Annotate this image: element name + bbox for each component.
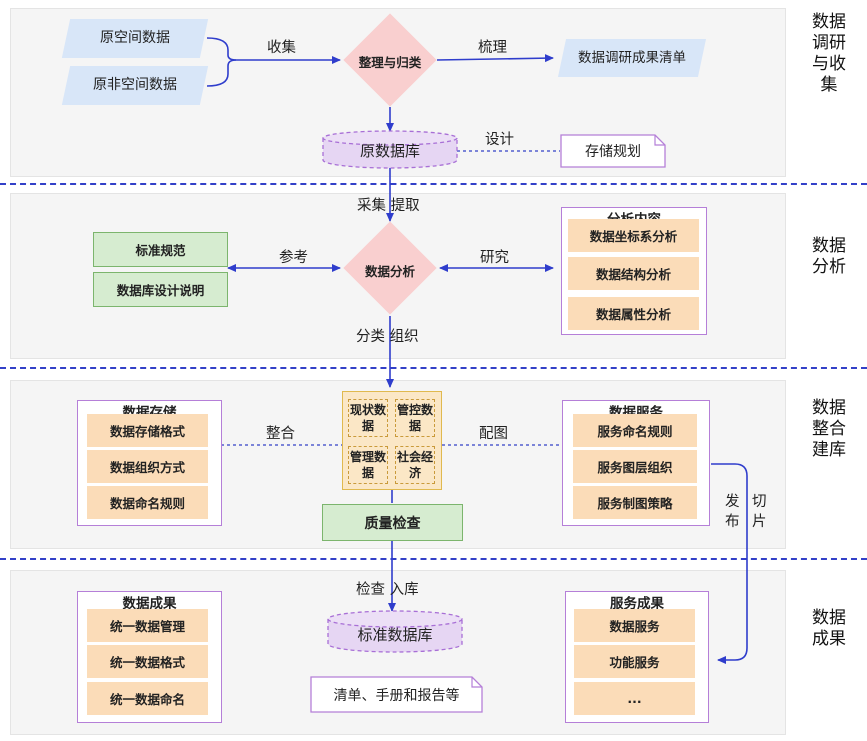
storage-item-organization: 数据组织方式 [87,450,208,483]
storage-plan-note-shape [560,134,666,168]
category-current-data: 现状数据 [348,399,388,437]
publish-label: 发布 [725,494,740,530]
service-results-title: 服务成果 [610,596,664,612]
source-nonspatial-data: 原非空间数据 [61,66,209,105]
refer-label: 参考 [279,250,308,266]
result-unified-naming: 统一数据命名 [87,682,208,715]
separator-3 [0,558,867,560]
analysis-item-structure: 数据结构分析 [568,257,699,290]
sort-classify-label: 整理与归类 [358,55,422,70]
service-item-layers: 服务图层组织 [573,450,697,483]
research-label: 研究 [480,250,509,266]
service-result-data: 数据服务 [574,609,695,642]
survey-result-list-label: 数据调研成果清单 [578,50,686,66]
analysis-item-coordinate: 数据坐标系分析 [568,219,699,252]
docs-note-shape [310,676,483,713]
standard-database-cylinder [327,610,463,653]
db-design-box: 数据库设计说明 [93,272,228,307]
design-label: 设计 [485,132,514,148]
stage-label-integration: 数据整合建库 [812,398,846,460]
source-spatial-label: 原空间数据 [100,30,170,46]
merge-label: 整合 [266,426,295,442]
survey-result-list: 数据调研成果清单 [557,39,707,77]
separator-1 [0,183,867,185]
standard-database-label: 标准数据库 [357,626,433,644]
data-results-title: 数据成果 [122,596,177,612]
stage-label-results: 数据成果 [812,608,846,649]
storage-item-naming: 数据命名规则 [87,486,208,519]
service-item-styling: 服务制图策略 [573,486,697,519]
quality-check-box: 质量检查 [322,504,463,541]
data-analysis-label: 数据分析 [364,264,415,279]
category-control-data: 管控数据 [395,399,435,437]
raw-database-label: 原数据库 [359,142,420,160]
stage-label-survey: 数据调研与收集 [812,12,846,95]
storage-plan-label: 存储规划 [585,144,641,160]
slice-label: 切片 [752,494,767,530]
data-category-box [342,391,442,490]
extract-label: 采集 提取 [357,198,420,214]
docs-label: 清单、手册和报告等 [333,687,460,704]
source-nonspatial-label: 原非空间数据 [93,77,177,93]
map-label: 配图 [479,426,508,442]
service-result-function: 功能服务 [574,645,695,678]
stage-label-analysis: 数据分析 [812,236,846,277]
service-result-more: ... [574,682,695,715]
category-management-data: 管理数据 [348,446,388,484]
result-unified-management: 统一数据管理 [87,609,208,642]
classify-label: 分类 组织 [356,329,419,345]
category-socioeconomic-data: 社会经济 [395,446,435,484]
analysis-item-attribute: 数据属性分析 [568,297,699,330]
storage-item-format: 数据存储格式 [87,414,208,447]
collect-label: 收集 [267,40,296,56]
standard-spec-box: 标准规范 [93,232,228,267]
service-item-naming: 服务命名规则 [573,414,697,447]
raw-database-cylinder [322,130,458,169]
separator-2 [0,367,867,369]
comb-label: 梳理 [478,40,507,56]
check-import-label: 检查 入库 [356,582,419,598]
result-unified-format: 统一数据格式 [87,645,208,678]
source-spatial-data: 原空间数据 [61,19,209,58]
